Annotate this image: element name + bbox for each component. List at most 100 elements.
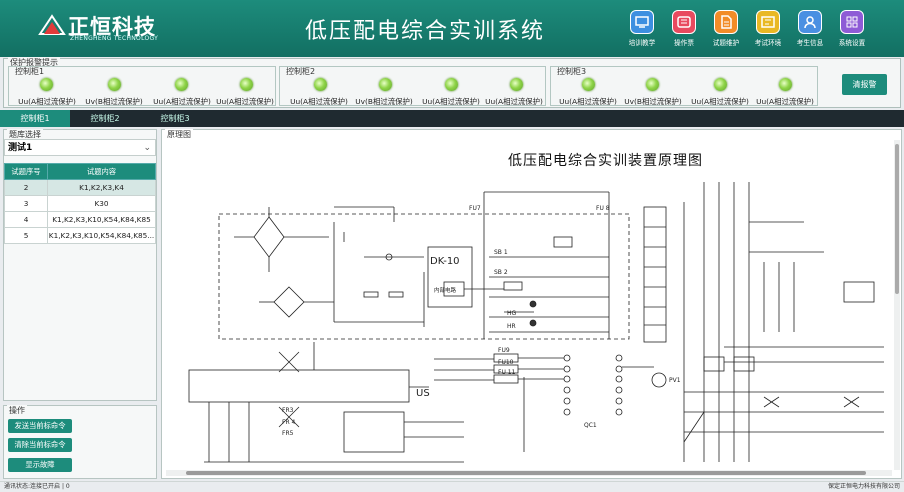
table-row[interactable]: 4 K1,K2,K3,K10,K54,K84,K85	[3, 211, 156, 228]
clear-command-button[interactable]: 清除当前标命令	[8, 438, 72, 452]
question-content: K1,K2,K3,K10,K54,K84,K85	[47, 211, 156, 228]
nav-examinee-info[interactable]: 考生信息	[790, 8, 830, 52]
scroll-thumb[interactable]	[186, 471, 866, 475]
question-content: K30	[47, 195, 156, 212]
nav-training[interactable]: 培训教学	[622, 8, 662, 52]
show-fault-button[interactable]: 显示故障	[8, 458, 72, 472]
nav-exam-label: 考试环境	[754, 39, 782, 47]
alarm-label: Uv(B相过流保护)	[624, 97, 682, 106]
fu8-label: FU 8	[596, 205, 610, 212]
alarm-indicator	[779, 78, 792, 91]
vertical-scrollbar[interactable]	[894, 140, 900, 470]
alarm-indicator	[175, 78, 188, 91]
logo-mark-icon	[38, 14, 66, 35]
column-header: 试题序号	[3, 163, 49, 180]
alarm-indicator	[510, 78, 523, 91]
alarm-label: Uv(B相过流保护)	[355, 97, 413, 106]
alarm-indicator	[582, 78, 595, 91]
alarm-label: Uu(A相过流保护)	[422, 97, 480, 106]
exam-icon	[756, 10, 780, 34]
user-icon	[798, 10, 822, 34]
protection-alarm-panel: 保护报警提示 控制柜1 Uu(A相过流保护) Uv(B相过流保护) Uu(A相过…	[3, 57, 901, 108]
document-icon	[714, 10, 738, 34]
alarm-indicator	[108, 78, 121, 91]
pv1-label: PV1	[669, 377, 681, 384]
connection-status: 通讯状态:连接已开启 | 0	[4, 483, 70, 490]
schematic-title: 低压配电综合实训装置原理图	[508, 153, 703, 169]
alarm-label: Uu(A相过流保护)	[485, 97, 543, 106]
operations-panel: 操作 发送当前标命令 清除当前标命令 显示故障	[3, 405, 157, 479]
scroll-thumb[interactable]	[895, 144, 899, 294]
question-number: 3	[3, 195, 49, 212]
hg-label: HG	[507, 310, 517, 317]
fu9-label: FU9	[498, 347, 510, 354]
fu7-label: FU7	[469, 205, 481, 212]
logo-subtext: ZHENGHENG TECHNOLOGY	[70, 35, 159, 42]
dk10-label: DK-10	[430, 256, 460, 267]
nav-question-maintenance[interactable]: 试题维护	[706, 8, 746, 52]
question-bank-panel: 题库选择 测试1 ⌄ 试题序号 试题内容 2 K1,K2,K3,K4 3 K30…	[3, 129, 157, 401]
alarm-label: Uu(A相过流保护)	[290, 97, 348, 106]
question-bank-caption: 题库选择	[7, 129, 43, 140]
table-row[interactable]: 2 K1,K2,K3,K4	[3, 179, 156, 196]
cabinet-1-group: 控制柜1 Uu(A相过流保护) Uv(B相过流保护) Uu(A相过流保护) Uu…	[8, 66, 276, 106]
connection-status-text: 通讯状态:连接已开启	[4, 483, 61, 490]
nav-exam-environment[interactable]: 考试环境	[748, 8, 788, 52]
alarm-indicator	[714, 78, 727, 91]
logo-text: 正恒科技	[68, 14, 156, 39]
question-number: 4	[3, 211, 49, 228]
cabinet-2-group: 控制柜2 Uu(A相过流保护) Uv(B相过流保护) Uu(A相过流保护) Uu…	[279, 66, 546, 106]
alarm-label: Uu(A相过流保护)	[559, 97, 617, 106]
chevron-down-icon: ⌄	[143, 143, 151, 153]
alarm-indicator	[646, 78, 659, 91]
nav-system-settings[interactable]: 系统设置	[832, 8, 872, 52]
us-label: US	[416, 388, 430, 399]
question-bank-select[interactable]: 测试1 ⌄	[4, 139, 156, 156]
alarm-label: Uu(A相过流保护)	[18, 97, 76, 106]
alarm-indicator	[240, 78, 253, 91]
company-name: 保定正恒电力科技有限公司	[827, 483, 900, 490]
fr3-label: FR3	[282, 407, 294, 414]
fu11-label: FU 11	[498, 369, 516, 376]
monitor-icon	[630, 10, 654, 34]
tab-cabinet-3[interactable]: 控制柜3	[160, 114, 190, 123]
horizontal-scrollbar[interactable]	[166, 470, 892, 476]
schematic-panel: 原理图 低压配电综合实训装置原理图	[161, 129, 902, 479]
schematic-caption: 原理图	[165, 129, 193, 140]
clear-alarm-button[interactable]: 清报警	[842, 74, 887, 95]
alarm-label: Uv(B相过流保护)	[85, 97, 143, 106]
nav-examinee-label: 考生信息	[796, 39, 824, 47]
alarm-label: Uu(A相过流保护)	[691, 97, 749, 106]
table-row[interactable]: 3 K30	[3, 195, 156, 212]
sb2-label: SB 2	[494, 269, 508, 276]
alarm-indicator	[314, 78, 327, 91]
alarm-indicator	[379, 78, 392, 91]
company-logo: 正恒科技 ZHENGHENG TECHNOLOGY	[38, 10, 168, 46]
column-header: 试题内容	[47, 163, 156, 180]
dk10-sublabel: 内部电路	[434, 286, 457, 294]
schematic-diagram: DK-10 内部电路 US FU7 FU 8 FR3 FR 4 FR5 FU9 …	[188, 182, 884, 463]
cabinet-title: 控制柜1	[15, 67, 45, 76]
alarm-label: Uu(A相过流保护)	[756, 97, 814, 106]
question-number: 2	[3, 179, 49, 196]
table-row[interactable]: 5 K1,K2,K3,K10,K54,K84,K85...	[3, 227, 156, 244]
app-title: 低压配电综合实训系统	[305, 19, 546, 44]
settings-grid-icon	[840, 10, 864, 34]
alarm-indicator	[445, 78, 458, 91]
sb1-label: SB 1	[494, 249, 508, 256]
tab-cabinet-1[interactable]: 控制柜1	[0, 110, 70, 127]
app-header: 正恒科技 ZHENGHENG TECHNOLOGY 低压配电综合实训系统 培训教…	[0, 0, 904, 57]
tab-cabinet-2[interactable]: 控制柜2	[90, 114, 120, 123]
qc1-label: QC1	[584, 422, 597, 429]
send-command-button[interactable]: 发送当前标命令	[8, 419, 72, 433]
question-number: 5	[3, 227, 49, 244]
nav-question-label: 试题维护	[712, 39, 740, 47]
cabinet-title: 控制柜3	[557, 67, 587, 76]
question-content: K1,K2,K3,K10,K54,K84,K85...	[47, 227, 156, 244]
fr5-label: FR5	[282, 430, 294, 437]
nav-operation-ticket[interactable]: 操作票	[664, 8, 704, 52]
nav-ticket-label: 操作票	[674, 39, 694, 47]
cabinet-tab-bar: 控制柜1 控制柜2 控制柜3	[0, 110, 904, 127]
selected-bank-value: 测试1	[8, 143, 33, 153]
question-table: 试题序号 试题内容 2 K1,K2,K3,K4 3 K30 4 K1,K2,K3…	[3, 163, 156, 244]
